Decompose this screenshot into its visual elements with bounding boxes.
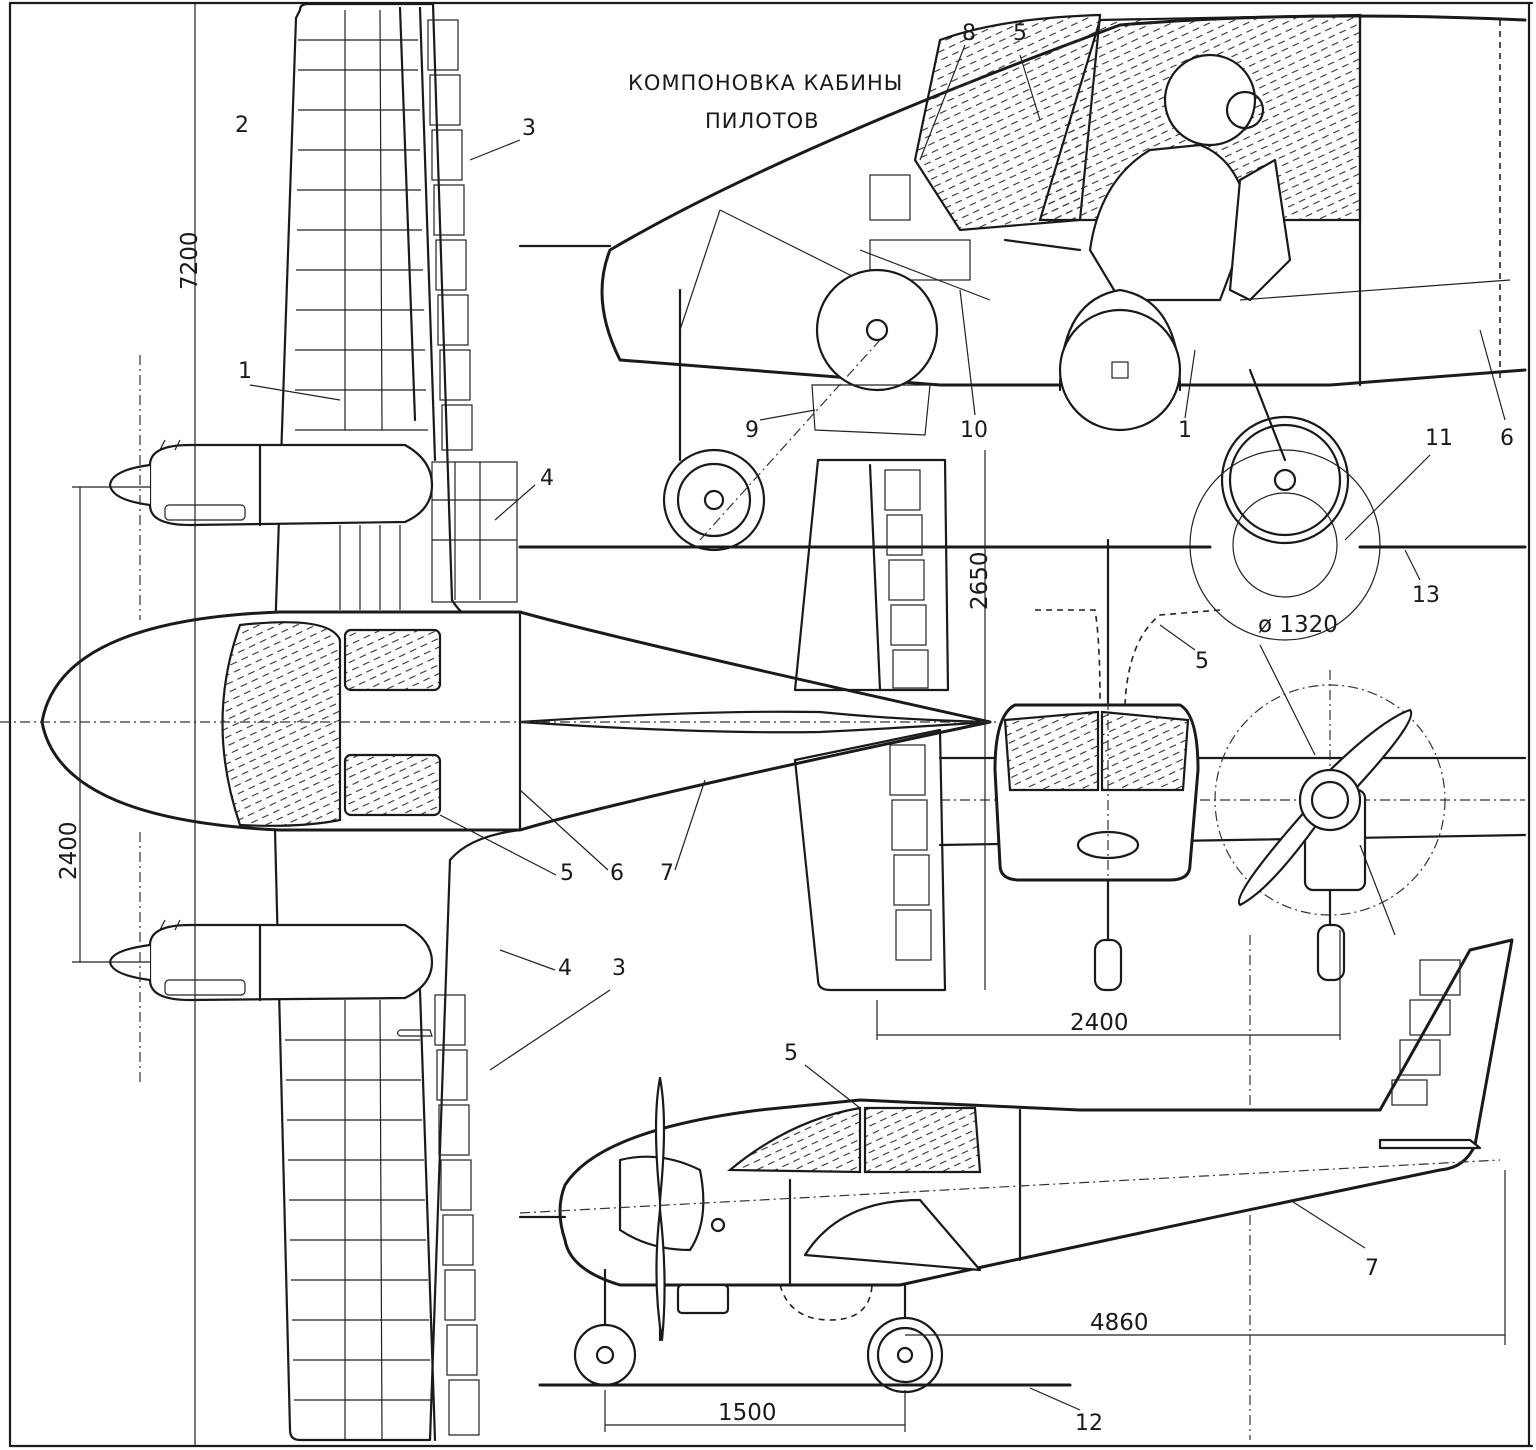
side-wing-root [803,1198,982,1272]
cockpit-callout-11: 11 [1425,426,1453,451]
cockpit-callout-1: 1 [1178,418,1192,443]
cockpit-main-wheel-right [1058,288,1182,432]
vertical-tail [793,458,950,692]
fuselage-top [40,610,992,832]
canopy-glass-top [221,621,342,827]
front-windshield-left [1003,710,1100,792]
dim-engine-spacing-top: 2400 [56,821,82,880]
cockpit-callout-10: 10 [960,418,988,443]
main-gear [1189,368,1381,641]
side-view: 1500 4860 5 7 12 [518,938,1514,1436]
dim-wingspan: 7200 [177,231,203,290]
side-windshield-rear [863,1106,982,1174]
dim-length: 4860 [1090,1310,1149,1336]
front-view: ø 1320 5 2650 2400 [793,450,1527,1440]
side-callout-5: 5 [784,1041,798,1066]
top-view-dimensions: 7200 2400 [56,4,203,1446]
dim-propeller-diameter: ø 1320 [1258,612,1338,638]
front-windshield-right [1100,710,1190,792]
wing-ribs-lower [285,999,431,1441]
aileron-upper [427,19,473,451]
side-window-lower [343,753,442,817]
front-nose-wheel [1093,878,1123,992]
callout-2: 2 [235,113,249,138]
cockpit-callout-13: 13 [1412,583,1440,608]
callout-7: 7 [660,861,674,886]
control-linkage [679,174,1511,331]
fold-panel [811,384,931,436]
pilot-seat [1228,158,1292,302]
upper-wing [273,2,522,638]
side-nose-gear [573,1268,637,1387]
side-main-gear [866,1283,944,1394]
dim-wheelbase: 1500 [718,1400,777,1426]
side-propeller-upper [654,1076,666,1202]
cockpit-callout-8: 8 [962,21,976,46]
dim-engine-spacing-front: 2400 [1070,1010,1129,1036]
cockpit-view: КОМПОНОВКА КАБИНЫ ПИЛОТОВ [518,13,1527,641]
cockpit-callout-6: 6 [1500,426,1514,451]
side-callout-7: 7 [1365,1256,1379,1281]
side-callout-12: 12 [1075,1411,1103,1436]
side-propeller-lower [655,1208,666,1342]
callout-3: 3 [522,116,536,141]
callout-4: 4 [540,466,554,491]
callout-5: 5 [560,861,574,886]
front-callout-5: 5 [1195,649,1209,674]
nose-gear [662,288,766,552]
wing-ribs-upper [295,9,428,431]
dim-height: 2650 [967,551,993,610]
aileron-lower [434,994,480,1436]
top-view-callouts: 1 2 3 4 5 6 7 4 3 [235,113,706,1071]
callout-3b: 3 [612,956,626,981]
top-view [0,2,1000,1442]
flap-upper [339,461,518,610]
inset-title-line2: ПИЛОТОВ [705,109,820,133]
propeller-blade-lower [1237,798,1322,907]
callout-6: 6 [610,861,624,886]
cockpit-callout-9: 9 [745,418,759,443]
callout-1: 1 [238,359,252,384]
pilot-figure [1003,53,1292,302]
cockpit-main-wheel-left [815,268,939,392]
lower-engine-nacelle [108,919,434,1037]
front-engine [1214,670,1446,982]
lower-wing [273,828,522,1442]
stabilizer-lower [793,728,947,992]
callout-4b: 4 [558,956,572,981]
drawing-frame [8,1,1534,1448]
cockpit-callout-5: 5 [1013,21,1027,46]
upper-engine-nacelle [108,439,434,527]
inset-title-line1: КОМПОНОВКА КАБИНЫ [628,71,903,95]
side-window-upper [343,628,442,692]
fuselage-side [558,938,1514,1287]
